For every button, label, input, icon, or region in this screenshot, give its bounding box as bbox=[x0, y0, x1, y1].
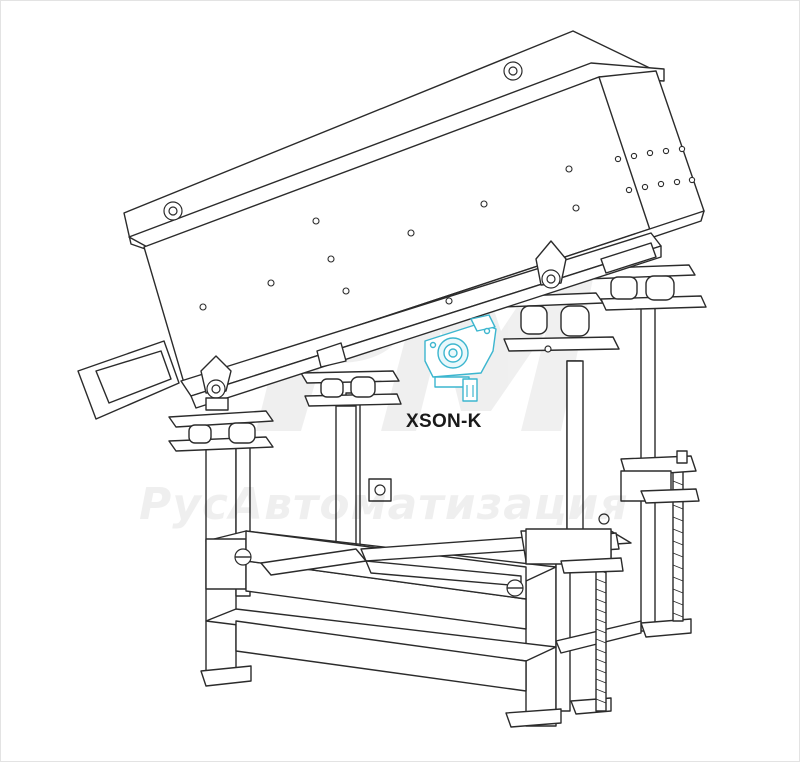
spring-mounts bbox=[168, 264, 707, 452]
watermark-text: РусАвтоматизация bbox=[139, 479, 629, 530]
support-frame bbox=[200, 300, 692, 728]
adjustment-screw-assembly bbox=[525, 450, 700, 712]
trough-brackets bbox=[200, 240, 657, 411]
sensor-label: XSON-K bbox=[406, 411, 482, 432]
xson-k-sensor bbox=[424, 314, 497, 402]
vibrating-trough bbox=[77, 30, 705, 420]
